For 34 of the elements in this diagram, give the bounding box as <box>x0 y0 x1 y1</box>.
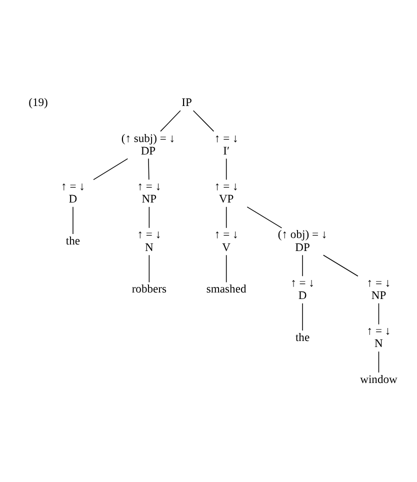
node-text: ↑ = ↓ D <box>290 276 314 302</box>
connector <box>72 206 74 234</box>
node-text: window <box>360 372 398 386</box>
connector <box>302 254 303 276</box>
node-text: the <box>66 234 80 247</box>
connector <box>378 350 380 372</box>
connector <box>160 110 181 132</box>
connector <box>302 302 303 330</box>
node-text: ↑ = ↓ D <box>61 179 85 206</box>
node-text: ↑ = ↓ NP <box>137 179 162 206</box>
connector <box>192 110 214 132</box>
node-text: robbers <box>132 282 167 296</box>
node-text: (↑ subj) = ↓ DP <box>121 131 176 157</box>
node-text: ↑ = ↓ VP <box>214 179 238 206</box>
node-text: ↑ = ↓ N <box>366 324 391 350</box>
connector <box>378 302 380 324</box>
connector <box>148 206 150 228</box>
node-text: the <box>295 330 310 344</box>
node-text: ↑ = ↓ NP <box>366 276 391 302</box>
label: (19) <box>28 96 48 109</box>
node-text: ↑ = ↓ N <box>137 228 162 254</box>
node-text: smashed <box>206 282 246 296</box>
connector <box>148 254 150 282</box>
connector <box>226 254 227 282</box>
node-text: ↑ = ↓ I′ <box>214 131 238 157</box>
connector <box>148 158 150 180</box>
node-text: ↑ = ↓ V <box>214 228 238 254</box>
connector <box>93 158 128 180</box>
connector <box>322 254 358 276</box>
node-text: IP <box>182 96 192 109</box>
node-text: (↑ obj) = ↓ DP <box>278 228 328 254</box>
connector <box>246 206 282 228</box>
connector <box>226 206 227 228</box>
connector <box>226 158 227 180</box>
